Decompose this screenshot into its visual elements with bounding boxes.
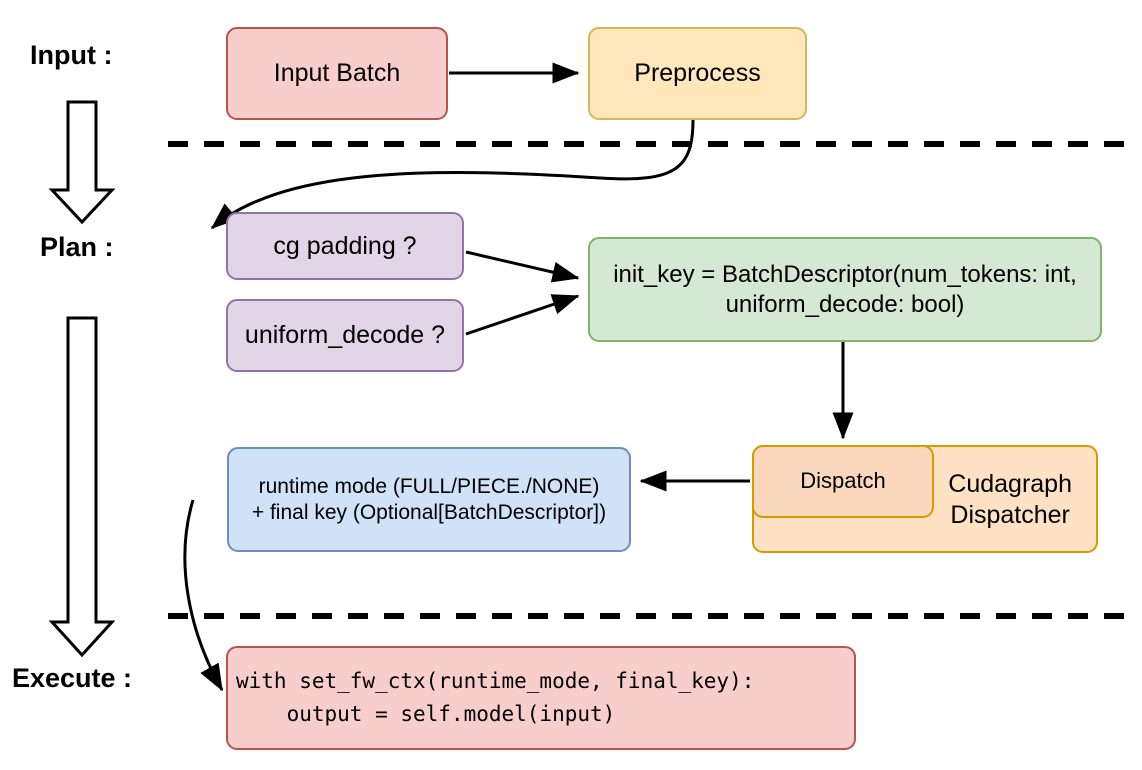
node-uniform-decode-label: uniform_decode ? (244, 321, 446, 350)
stage-label-plan: Plan : (40, 232, 114, 262)
node-input-batch-label: Input Batch (273, 59, 401, 88)
node-input-batch[interactable]: Input Batch (226, 27, 448, 120)
node-code-block[interactable]: with set_fw_ctx(runtime_mode, final_key)… (226, 646, 856, 750)
node-uniform-decode[interactable]: uniform_decode ? (226, 299, 464, 372)
node-code-block-label: with set_fw_ctx(runtime_mode, final_key)… (236, 669, 755, 726)
input-to-plan-block-arrow (48, 100, 116, 225)
stage-label-execute: Execute : (12, 663, 133, 693)
node-init-key-label: init_key = BatchDescriptor(num_tokens: i… (613, 261, 1077, 318)
node-dispatch[interactable]: Dispatch (752, 445, 934, 518)
stage-label-input: Input : (30, 40, 113, 70)
node-cudagraph-dispatcher-label: Cudagraph Dispatcher (948, 470, 1072, 529)
node-cg-padding-label: cg padding ? (273, 231, 417, 260)
node-init-key[interactable]: init_key = BatchDescriptor(num_tokens: i… (588, 237, 1102, 342)
plan-to-execute-block-arrow (48, 316, 116, 658)
node-preprocess[interactable]: Preprocess (588, 27, 807, 120)
uniform-decode-to-init-key-arrow (465, 294, 580, 336)
node-runtime-mode[interactable]: runtime mode (FULL/PIECE./NONE) + final … (227, 447, 631, 552)
node-runtime-mode-label: runtime mode (FULL/PIECE./NONE) + final … (251, 474, 607, 524)
cg-padding-to-init-key-arrow (465, 250, 580, 283)
node-cg-padding[interactable]: cg padding ? (226, 212, 464, 280)
node-dispatch-label: Dispatch (800, 468, 886, 494)
node-preprocess-label: Preprocess (634, 59, 761, 88)
runtime-mode-to-code-block-arrow (183, 499, 224, 692)
